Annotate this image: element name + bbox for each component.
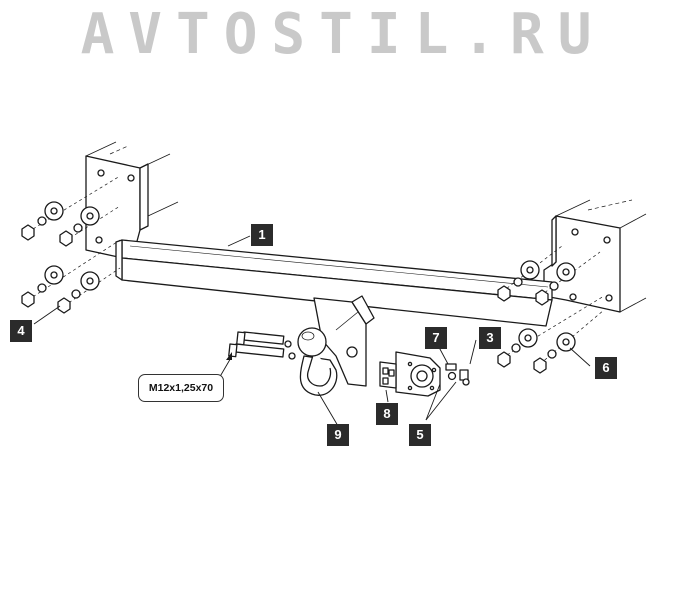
main-crossbeam (115, 239, 553, 327)
socket-plate (395, 351, 441, 397)
fastener-set-right-lower (497, 295, 605, 374)
callout-part-1: 1 (251, 224, 273, 246)
site-watermark: AVTOSTIL.RU (80, 2, 606, 67)
callout-part-6: 6 (595, 357, 617, 379)
fastener-set-left-lower (21, 239, 121, 314)
tow-ball-hook (297, 327, 338, 396)
callout-part-7: 7 (425, 327, 447, 349)
callout-part-9: 9 (327, 424, 349, 446)
leader-lines (33, 235, 591, 427)
tow-bracket (313, 295, 375, 387)
socket-clamp (379, 361, 397, 389)
callout-part-8: 8 (376, 403, 398, 425)
callout-part-3: 3 (479, 327, 501, 349)
right-mounting-bracket (543, 199, 647, 313)
socket-fasteners (445, 363, 470, 386)
bolt-label-arrow (226, 352, 232, 360)
callout-part-5: 5 (409, 424, 431, 446)
long-bolts (228, 331, 296, 360)
fastener-set-left-upper (21, 175, 121, 247)
fastener-set-right-upper (497, 245, 601, 306)
bolt-spec-label: M12x1,25x70 (138, 374, 224, 402)
callout-part-4: 4 (10, 320, 32, 342)
